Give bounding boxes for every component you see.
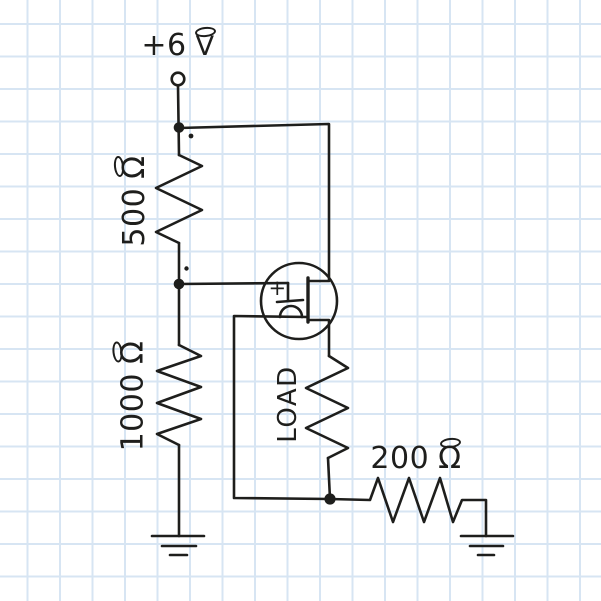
wire-supply (176, 84, 181, 157)
ground-symbol-right (459, 534, 515, 557)
resistor-1000-value: 1000 (115, 373, 151, 452)
wire-source (306, 318, 331, 358)
resistor-200-zigzag (328, 476, 488, 538)
junction-dot-divider (173, 278, 185, 290)
resistor-200-label: 200 Ω (369, 442, 463, 476)
resistor-500-unit: Ω (117, 155, 152, 179)
mosfet-gate-plus-marking: + (268, 276, 287, 300)
mosfet-body-circle (259, 261, 339, 341)
wire-load-to-junction (326, 456, 332, 501)
supply-value: +6 (141, 28, 187, 63)
wire-gate (177, 281, 290, 286)
mosfet-gate-plate (275, 298, 305, 304)
ink-dot-divider (184, 266, 189, 271)
resistor-200-value: 200 (370, 441, 430, 476)
power-terminal-icon (170, 71, 186, 87)
resistor-500-zigzag (154, 153, 204, 245)
load-resistor-zigzag (304, 354, 350, 460)
load-resistor-label: LOAD (273, 365, 303, 443)
wire-top-rail-to-drain (177, 122, 331, 283)
resistor-1000-unit: Ω (115, 340, 151, 365)
resistor-1000-label: 1000 Ω (115, 340, 151, 453)
junction-dot-top (173, 122, 185, 133)
resistor-500-value: 500 (117, 187, 152, 247)
resistor-500-label: 500 Ω (117, 154, 152, 248)
junction-dot-bottom (324, 493, 336, 505)
resistor-200-unit: Ω (438, 441, 462, 476)
supply-unit: V (195, 30, 215, 62)
wire-body-return (232, 314, 332, 501)
ink-dot-top (188, 133, 194, 139)
mosfet-channel-arc (278, 304, 304, 319)
ground-symbol-left (150, 534, 206, 557)
resistor-1000-zigzag (155, 343, 203, 447)
supply-voltage-label: +6 V (132, 30, 224, 62)
